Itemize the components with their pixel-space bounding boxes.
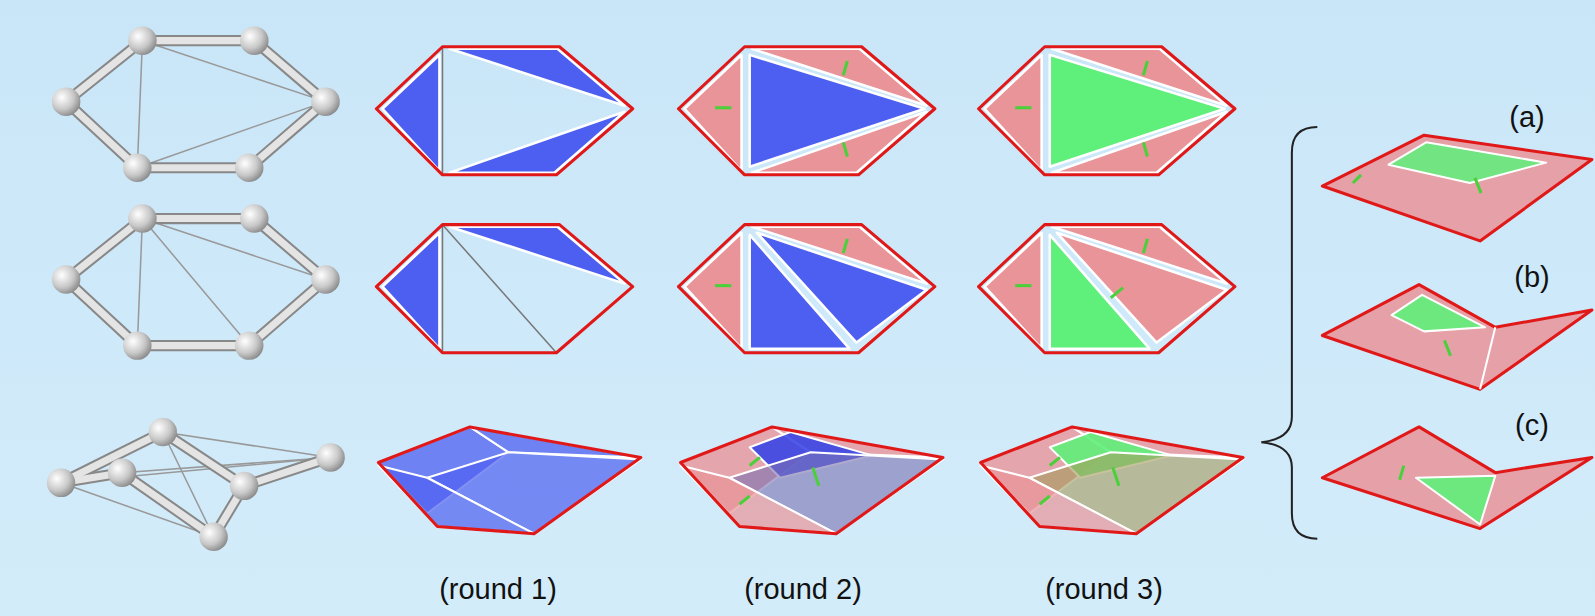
triangulation-panel (979, 47, 1235, 175)
fold-variant (1322, 135, 1592, 241)
triangulation-panel (678, 225, 934, 353)
fold-variant (1322, 427, 1592, 529)
panel-label: (b) (1514, 261, 1549, 294)
molecule (52, 204, 340, 360)
molecule (52, 26, 340, 182)
brace (1261, 127, 1317, 539)
triangulation-panel (678, 47, 934, 175)
fold-variant (1322, 285, 1592, 390)
triangulation-panel (378, 427, 640, 534)
triangulation-panel (681, 427, 943, 534)
triangulation-panel (979, 225, 1235, 353)
molecule (47, 418, 345, 551)
triangulation-panel (376, 47, 632, 175)
triangulation-panel (376, 225, 632, 353)
panel-label: (c) (1515, 409, 1549, 442)
panel-label: (a) (1509, 101, 1544, 134)
round-label: (round 1) (439, 573, 557, 606)
triangulation-panel (981, 427, 1243, 534)
round-label: (round 2) (744, 573, 862, 606)
round-label: (round 3) (1045, 573, 1163, 606)
